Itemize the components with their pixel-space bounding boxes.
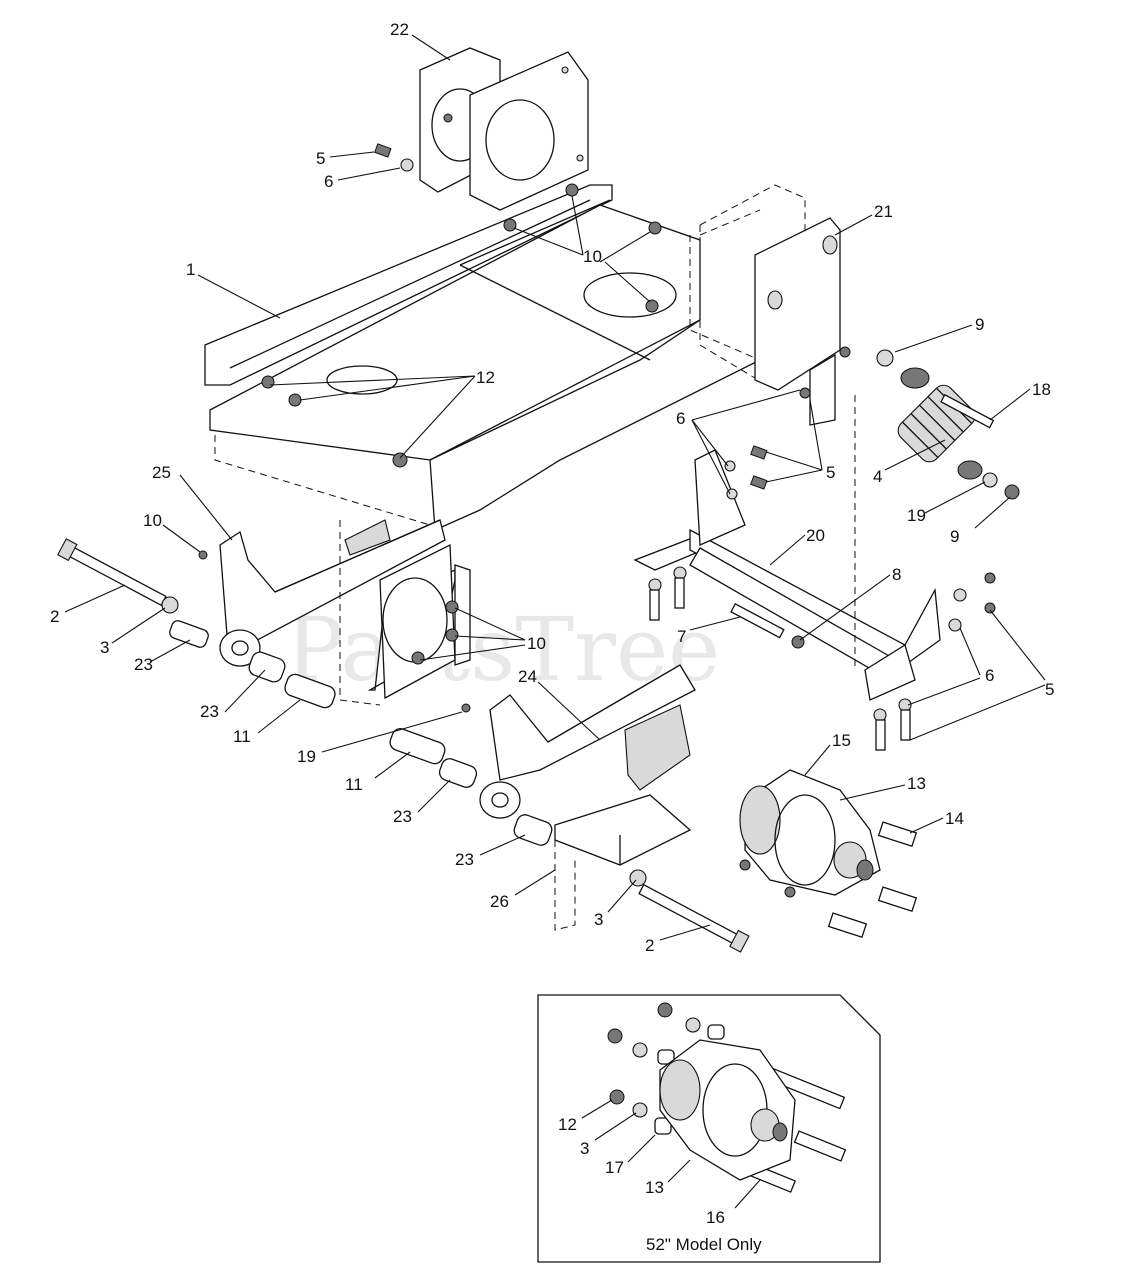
frame-1 <box>204 184 801 531</box>
callout-5: 5 <box>316 149 325 168</box>
callout-12: 12 <box>476 368 495 387</box>
callout-14: 14 <box>945 809 964 828</box>
callout-11b: 11 <box>345 775 363 794</box>
callout-25: 25 <box>152 463 171 482</box>
callout-17: 17 <box>605 1158 624 1177</box>
callout-23d: 23 <box>455 850 474 869</box>
callout-16: 16 <box>706 1208 725 1227</box>
callout-18: 18 <box>1032 380 1051 399</box>
callout-15: 15 <box>832 731 851 750</box>
callout-13: 13 <box>907 774 926 793</box>
bracket-left <box>339 520 471 706</box>
callout-21: 21 <box>874 202 893 221</box>
callout-3: 3 <box>100 638 109 657</box>
callout-10: 10 <box>583 247 602 266</box>
bolts <box>57 393 995 1193</box>
inset-caption: 52" Model Only <box>646 1235 762 1254</box>
spacers <box>169 620 553 846</box>
callout-26: 26 <box>490 892 509 911</box>
arm-24 <box>479 664 696 819</box>
shock-4 <box>897 367 983 480</box>
plate-22 <box>419 47 589 211</box>
callout-3b: 3 <box>594 910 603 929</box>
callout-6b: 6 <box>676 409 685 428</box>
callout-2b: 2 <box>645 936 654 955</box>
tube-20 <box>633 395 941 701</box>
arm-25 <box>219 519 446 667</box>
callout-3c: 3 <box>580 1139 589 1158</box>
bracket-26 <box>554 794 692 931</box>
callout-2: 2 <box>50 607 59 626</box>
motor-13 <box>739 769 881 898</box>
callout-22: 22 <box>390 20 409 39</box>
hardware <box>161 113 1020 887</box>
callout-9b: 19 <box>907 506 926 525</box>
callout-6c: 6 <box>985 666 994 685</box>
inset-52in: 52" Model Only <box>537 994 881 1263</box>
callout-12b: 12 <box>558 1115 577 1134</box>
callout-5c: 5 <box>1045 680 1054 699</box>
callout-11: 11 <box>233 727 251 746</box>
callout-10b: 9 <box>950 527 959 546</box>
callout-13b: 13 <box>645 1178 664 1197</box>
plate-21 <box>699 184 841 426</box>
callout-24: 24 <box>518 667 537 686</box>
callout-7: 7 <box>677 627 686 646</box>
callout-19: 10 <box>143 511 162 530</box>
callout-4: 4 <box>873 467 882 486</box>
callout-23: 23 <box>134 655 153 674</box>
callout-5b: 5 <box>826 463 835 482</box>
callout-10c: 10 <box>527 634 546 653</box>
callout-6: 6 <box>324 172 333 191</box>
callout-23c: 23 <box>393 807 412 826</box>
callout-1: 1 <box>186 260 195 279</box>
callout-23b: 23 <box>200 702 219 721</box>
callouts: 22 5 6 10 21 1 9 12 18 6 <box>50 20 1054 1227</box>
callout-19b: 19 <box>297 747 316 766</box>
callout-20: 20 <box>806 526 825 545</box>
callout-9: 9 <box>975 315 984 334</box>
callout-8: 8 <box>892 565 901 584</box>
